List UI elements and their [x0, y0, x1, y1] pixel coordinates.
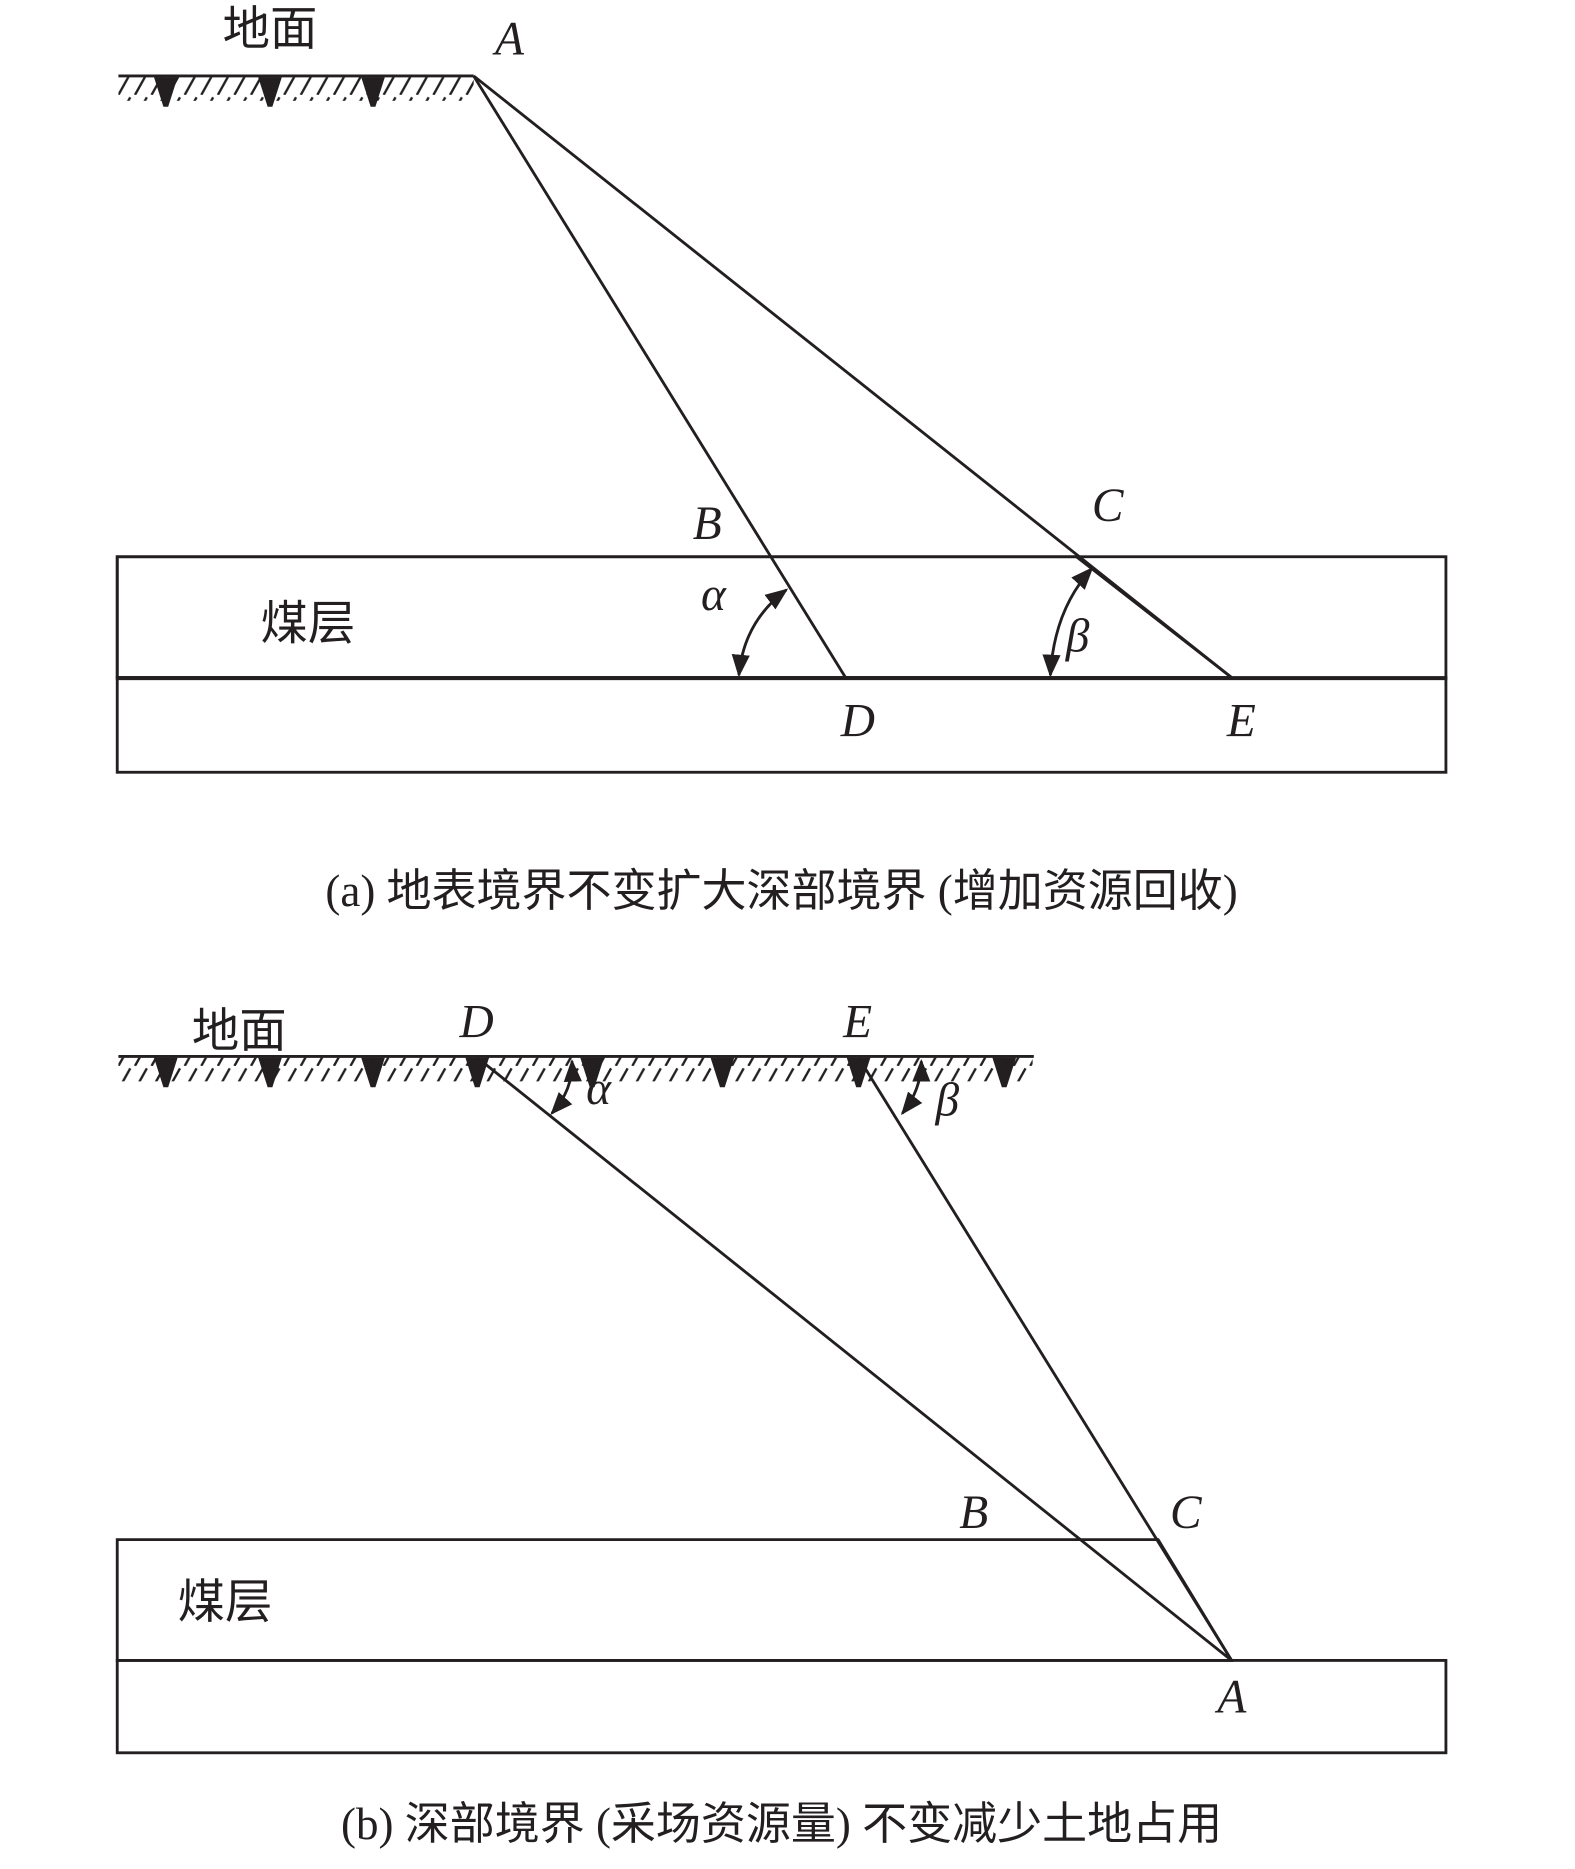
- beta-arc: [900, 1058, 931, 1116]
- beta-label: β: [935, 1075, 960, 1127]
- ground-label: 地面: [223, 2, 318, 57]
- point-e-label: E: [1226, 696, 1256, 748]
- point-b-label: B: [693, 498, 722, 550]
- seam-label: 煤层: [261, 597, 356, 652]
- alpha-label: α: [586, 1063, 612, 1115]
- point-d-label: D: [458, 997, 493, 1049]
- caption-a: (a) 地表境界不变扩大深部境界 (增加资源回收): [325, 866, 1237, 916]
- point-a-label: A: [492, 14, 525, 66]
- coal-seam: [115, 1538, 1235, 1662]
- point-a-label: A: [1214, 1672, 1247, 1724]
- ground-hatching: [118, 1057, 1033, 1082]
- line-d-a: [476, 1056, 1233, 1662]
- caption-b: (b) 深部境界 (采场资源量) 不变减少土地占用: [341, 1799, 1222, 1849]
- beta-label: β: [1065, 610, 1090, 662]
- point-b-label: B: [959, 1487, 988, 1539]
- ground-label: 地面: [192, 1004, 287, 1059]
- seam-label: 煤层: [178, 1575, 273, 1630]
- line-e-a: [857, 1056, 1233, 1662]
- floor-rock: [115, 1658, 1448, 1755]
- ground-markers: [153, 77, 385, 107]
- alpha-arc: [731, 588, 789, 678]
- point-e-label: E: [842, 997, 872, 1049]
- beta-arc: [1042, 566, 1094, 678]
- alpha-arc: [550, 1058, 582, 1116]
- point-c-label: C: [1170, 1487, 1203, 1539]
- point-c-label: C: [1092, 480, 1125, 532]
- line-a-d: [472, 75, 847, 679]
- line-a-e: [472, 74, 1233, 679]
- floor-rock: [115, 676, 1448, 774]
- panel-b: 地面 D E α β 煤层 B C A (b) 深部境界 (采场资源量) 不变减…: [115, 997, 1448, 1849]
- alpha-label: α: [701, 569, 727, 621]
- ground-hatching: [118, 77, 474, 101]
- panel-a: 地面 A 煤层 B C D E α β (a) 地表境界不变扩大深部境界 (增加…: [115, 2, 1448, 916]
- point-d-label: D: [840, 696, 875, 748]
